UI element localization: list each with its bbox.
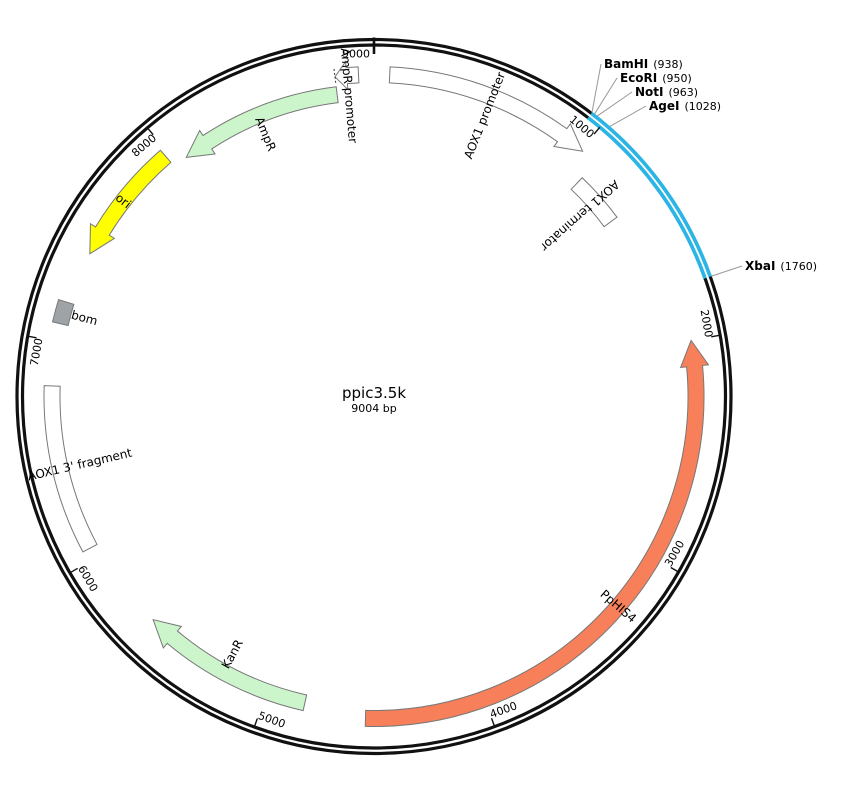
tick-mark (670, 566, 679, 573)
site-connector (596, 91, 633, 117)
features-layer (43, 60, 710, 727)
site-name: AgeI (649, 99, 679, 113)
tick-mark (69, 567, 79, 574)
feature-label-ampr-promoter: AmpR promoter (338, 47, 360, 143)
site-position: (1028) (684, 100, 721, 113)
feature-label-aox1-3-fragment: AOX1 3' fragment (26, 446, 133, 484)
feature-label-bom: bom (70, 308, 99, 328)
site-label-bamhi: BamHI (938) (604, 57, 683, 71)
tick-mark (253, 718, 259, 728)
tick-label: 2000 (698, 309, 716, 339)
feature-label-kanr: KanR (219, 637, 246, 671)
site-label-noti: NotI (963) (635, 85, 698, 99)
feature-ori (89, 149, 172, 255)
site-position: (938) (653, 58, 683, 71)
tick-mark (490, 717, 496, 727)
feature-aox1-promoter (388, 66, 584, 152)
site-position: (950) (662, 72, 692, 85)
mcs-layer (586, 111, 712, 280)
tick-label: 9000 (342, 48, 370, 61)
feature-bom (51, 298, 75, 327)
mcs-inner-highlight (586, 116, 707, 280)
feature-pphis4 (364, 339, 710, 727)
site-connector (593, 77, 618, 115)
site-label-xbai: XbaI (1760) (745, 259, 817, 273)
sites-layer: BamHI (938)EcoRI (950)NotI (963)AgeI (1028) X… (591, 57, 817, 277)
plasmid-name: ppic3.5k (342, 384, 406, 402)
tick-mark (27, 335, 37, 339)
site-label-ecori: EcoRI (950) (620, 71, 692, 85)
site-name: NotI (635, 85, 664, 99)
feature-kanr (152, 618, 308, 712)
feature-aox1-3-fragment (43, 385, 98, 553)
site-name: BamHI (604, 57, 648, 71)
tick-mark (711, 334, 721, 338)
feature-ampr (185, 86, 339, 159)
site-connector (711, 265, 743, 277)
feature-ampr-promoter (334, 60, 360, 91)
tick-mark (146, 127, 154, 136)
plasmid-size: 9004 bp (351, 402, 396, 415)
site-connector (609, 105, 647, 128)
site-position: (1760) (780, 260, 817, 273)
feature-aox1-terminator (570, 177, 618, 228)
site-position: (963) (669, 86, 699, 99)
site-connector (591, 63, 602, 113)
site-name: XbaI (745, 259, 775, 273)
site-label-agei: AgeI (1028) (649, 99, 721, 113)
tick-mark (593, 126, 601, 135)
tick-label: 5000 (256, 709, 287, 731)
feature-label-ampr: AmpR (252, 115, 279, 153)
mcs-outer-highlight (590, 111, 712, 278)
tick-label: 7000 (28, 337, 46, 367)
site-name: EcoRI (620, 71, 657, 85)
ampr-promoter-divider (333, 68, 337, 85)
